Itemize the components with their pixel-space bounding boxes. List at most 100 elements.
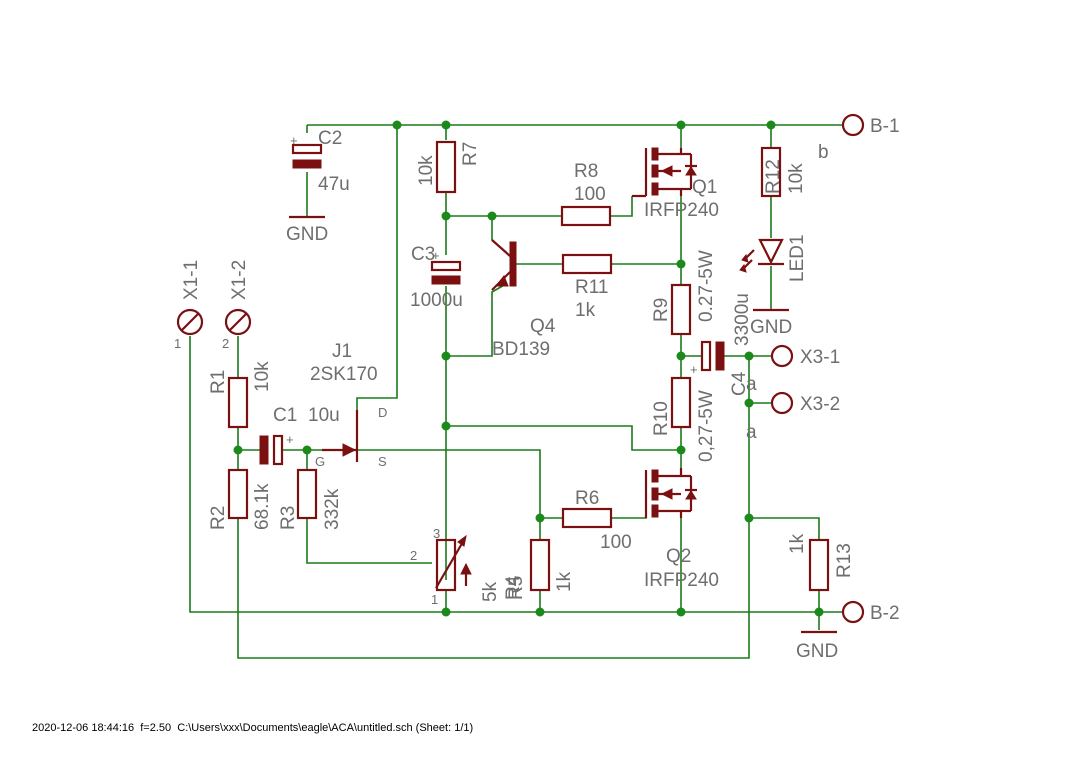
label-r3-value: 332k bbox=[322, 488, 343, 530]
label-b1: B-1 bbox=[870, 116, 900, 137]
label-r4: R4 bbox=[503, 575, 524, 600]
resistor-r7 bbox=[435, 140, 457, 194]
label-c4-value: 3300u bbox=[732, 293, 753, 346]
junction-dot bbox=[676, 120, 686, 130]
label-c3: C3 bbox=[411, 244, 435, 265]
polarity-plus: + bbox=[290, 133, 298, 148]
junction-dot bbox=[441, 607, 451, 617]
label-b2: B-2 bbox=[870, 603, 900, 624]
connector-b2 bbox=[841, 600, 865, 624]
label-r9: R9 bbox=[651, 298, 672, 322]
capacitor-c1: + bbox=[259, 432, 294, 466]
label-q4-value: BD139 bbox=[492, 339, 550, 360]
connector-x3-1 bbox=[770, 344, 794, 368]
junction-dot bbox=[744, 513, 754, 523]
junction-dot bbox=[814, 607, 824, 617]
resistor-r9 bbox=[670, 283, 692, 336]
label-r12-value: 10k bbox=[786, 163, 807, 194]
label-q2: Q2 bbox=[666, 546, 691, 567]
label-gnd-r13: GND bbox=[796, 641, 838, 662]
label-x3-1: X3-1 bbox=[800, 347, 840, 368]
resistor-r5 bbox=[529, 538, 551, 592]
jfet-j1 bbox=[322, 410, 359, 462]
junction-dot bbox=[487, 211, 497, 221]
resistor-r6 bbox=[561, 507, 613, 529]
label-q2-value: IRFP240 bbox=[644, 570, 719, 591]
label-c4: C4 bbox=[729, 371, 750, 396]
junction-dot bbox=[744, 351, 754, 361]
junction-dot bbox=[441, 421, 451, 431]
label-x1-2: X1-2 bbox=[229, 260, 250, 300]
junction-dot bbox=[441, 211, 451, 221]
label-pin-s: S bbox=[378, 454, 387, 469]
capacitor-c4: + bbox=[690, 340, 725, 377]
junction-dot bbox=[676, 445, 686, 455]
label-led1: LED1 bbox=[787, 234, 808, 282]
label-r11: R11 bbox=[575, 277, 608, 298]
resistor-r1 bbox=[227, 376, 249, 429]
potentiometer-r4 bbox=[435, 534, 472, 592]
labels: C2 47u GND 10k R7 R8 100 Q1 IRFP240 R12 … bbox=[174, 116, 900, 662]
resistor-r8 bbox=[560, 205, 612, 227]
label-r12: R12 bbox=[763, 159, 784, 194]
label-r13-value: 1k bbox=[787, 533, 808, 554]
label-r2-value: 68.1k bbox=[252, 483, 273, 530]
label-r1: R1 bbox=[208, 370, 229, 394]
label-r13: R13 bbox=[834, 543, 855, 578]
resistor-r11 bbox=[561, 253, 613, 275]
junction-dot bbox=[676, 607, 686, 617]
label-r7-value: 10k bbox=[416, 155, 437, 186]
label-r11-value: 1k bbox=[575, 300, 596, 321]
resistor-r10 bbox=[670, 376, 692, 429]
label-q1-value: IRFP240 bbox=[644, 200, 719, 221]
label-r1-value: 10k bbox=[252, 361, 273, 392]
label-gnd-led: GND bbox=[750, 317, 792, 338]
label-r10: R10 bbox=[651, 401, 672, 436]
label-a-upper: a bbox=[746, 374, 757, 395]
label-r4-pin1: 1 bbox=[431, 592, 438, 607]
mosfet-q2 bbox=[644, 468, 697, 518]
footer-file-info: 2020-12-06 18:44:16 f=2.50 C:\Users\xxx\… bbox=[32, 722, 474, 734]
resistor-r3 bbox=[296, 468, 318, 520]
label-c2-value: 47u bbox=[318, 174, 350, 195]
label-j1-value: 2SK170 bbox=[310, 364, 378, 385]
junction-dot bbox=[302, 445, 312, 455]
label-r2: R2 bbox=[208, 506, 229, 530]
junction-dot bbox=[392, 120, 402, 130]
label-r3: R3 bbox=[278, 506, 299, 530]
junction-dot bbox=[535, 607, 545, 617]
polarity-plus: + bbox=[286, 432, 294, 447]
resistor-r2 bbox=[227, 468, 249, 520]
junction-dot bbox=[441, 120, 451, 130]
label-r6-value: 100 bbox=[600, 532, 632, 553]
connector-x3-2 bbox=[770, 391, 794, 415]
mosfet-q1 bbox=[632, 147, 697, 198]
capacitor-c2: + bbox=[290, 133, 323, 169]
junction-dot bbox=[535, 513, 545, 523]
label-x1-pin1: 1 bbox=[174, 336, 181, 351]
label-r5: R5 bbox=[506, 576, 527, 600]
junction-dot bbox=[233, 445, 243, 455]
label-x3-2: X3-2 bbox=[800, 394, 840, 415]
junctions bbox=[233, 120, 824, 617]
label-c2: C2 bbox=[318, 128, 342, 149]
junction-dot bbox=[744, 398, 754, 408]
label-q1: Q1 bbox=[692, 177, 717, 198]
label-r5-value: 1k bbox=[554, 571, 575, 592]
capacitor-c3: + bbox=[430, 248, 462, 285]
junction-dot bbox=[676, 351, 686, 361]
label-q4: Q4 bbox=[530, 316, 556, 337]
label-j1: J1 bbox=[332, 341, 352, 362]
label-r4-pin3: 3 bbox=[433, 526, 440, 541]
label-r8: R8 bbox=[574, 161, 598, 182]
terminal-x1-1 bbox=[176, 308, 204, 336]
label-r7: R7 bbox=[460, 142, 481, 166]
label-pin-d: D bbox=[378, 405, 387, 420]
label-pin-g: G bbox=[315, 454, 325, 469]
resistor-r12 bbox=[760, 146, 782, 198]
label-c1: C1 bbox=[273, 405, 297, 426]
label-gnd-c2: GND bbox=[286, 224, 328, 245]
resistor-r13 bbox=[808, 538, 830, 592]
polarity-plus: + bbox=[690, 362, 698, 377]
